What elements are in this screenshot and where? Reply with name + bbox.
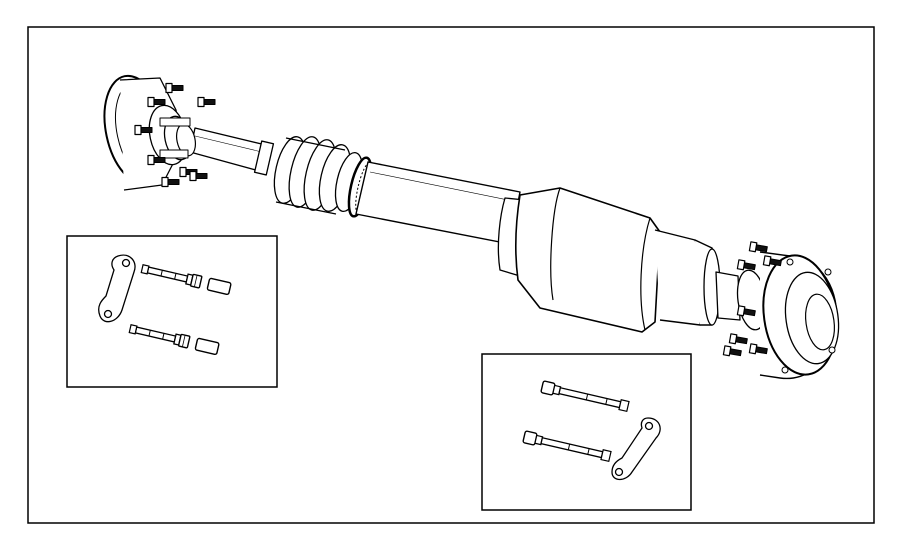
rear-flange-yoke: [715, 251, 840, 380]
right-inset-retainer-strap: [611, 417, 661, 481]
driveshaft-assembly: [103, 74, 840, 380]
center-bearing-housing: [497, 187, 721, 333]
left-inset-bolt-lower: [128, 323, 220, 356]
left-inset-retainer-strap: [98, 254, 136, 323]
left-inset: [66, 235, 278, 388]
right-inset-bolt-lower: [522, 430, 612, 463]
left-inset-bolt-upper: [140, 263, 232, 296]
cv-joint-boot: [253, 136, 364, 215]
right-inset-bolt-upper: [540, 380, 630, 413]
right-inset: [481, 353, 692, 511]
